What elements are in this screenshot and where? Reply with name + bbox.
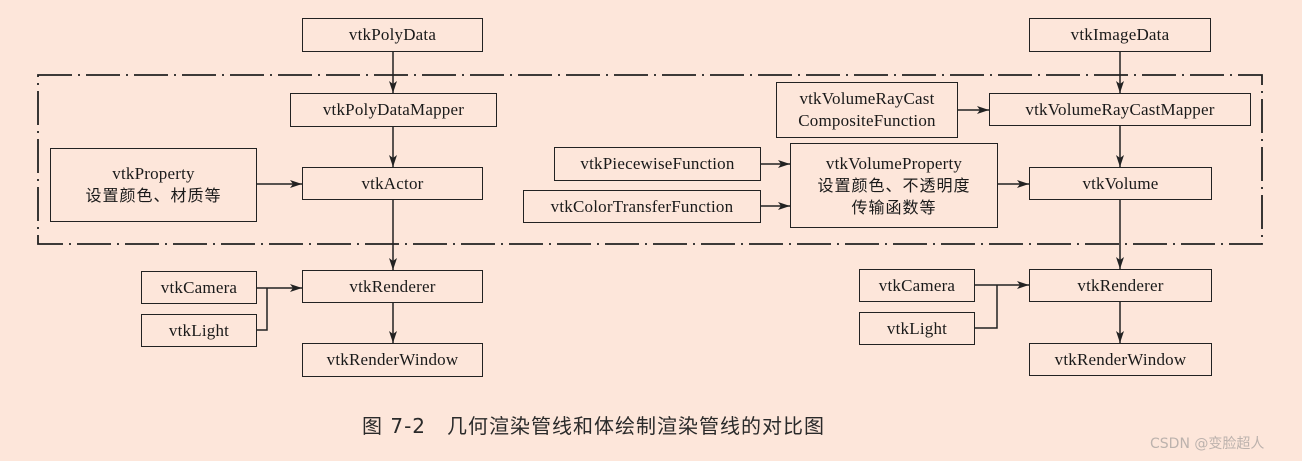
node-description: 设置颜色、不透明度 xyxy=(817,175,971,195)
node-vtkrenderer-right: vtkRenderer xyxy=(1029,269,1212,302)
node-vtkimagedata: vtkImageData xyxy=(1029,18,1211,52)
node-vtkproperty: vtkProperty 设置颜色、材质等 xyxy=(50,148,257,222)
node-vtkvolumeraycastcompositefunction: vtkVolumeRayCast CompositeFunction xyxy=(776,82,958,138)
node-label: vtkVolumeProperty xyxy=(825,153,963,173)
node-label: vtkVolume xyxy=(1082,173,1159,193)
node-label: vtkPolyData xyxy=(348,25,437,44)
node-label: vtkRenderer xyxy=(349,276,436,296)
node-vtklight: vtkLight xyxy=(141,314,257,347)
node-description-cont: 传输函数等 xyxy=(851,197,937,217)
node-vtkactor: vtkActor xyxy=(302,167,483,200)
node-vtkcolortransferfunction: vtkColorTransferFunction xyxy=(523,190,761,223)
node-vtkcamera: vtkCamera xyxy=(141,271,257,304)
node-label: vtkRenderWindow xyxy=(1054,349,1187,369)
node-label: vtkVolumeRayCastMapper xyxy=(1025,99,1215,119)
node-vtkrenderwindow: vtkRenderWindow xyxy=(302,343,483,377)
node-label: vtkVolumeRayCast xyxy=(799,89,935,108)
node-label: vtkPiecewiseFunction xyxy=(580,154,735,173)
node-label: vtkProperty xyxy=(112,164,195,183)
figure-caption: 图 7-2 几何渲染管线和体绘制渲染管线的对比图 xyxy=(362,414,826,438)
node-label: vtkLight xyxy=(886,318,948,338)
node-label: vtkLight xyxy=(168,320,230,340)
node-vtkpolydata: vtkPolyData xyxy=(302,18,483,52)
node-label: vtkRenderWindow xyxy=(326,350,459,369)
edge-light-join-right xyxy=(975,285,998,329)
node-description: 设置颜色、材质等 xyxy=(85,186,222,205)
node-label: vtkCamera xyxy=(160,277,238,297)
node-label: vtkImageData xyxy=(1070,25,1170,44)
node-vtkcamera-right: vtkCamera xyxy=(859,269,975,302)
node-vtkrenderwindow-right: vtkRenderWindow xyxy=(1029,343,1212,376)
node-label: vtkCamera xyxy=(878,275,956,295)
node-vtkvolume: vtkVolume xyxy=(1029,167,1212,200)
node-label: vtkPolyDataMapper xyxy=(322,100,465,119)
actor-volume-frame xyxy=(37,74,1263,245)
node-vtklight-right: vtkLight xyxy=(859,312,975,345)
node-label-cont: CompositeFunction xyxy=(798,111,936,130)
node-vtkvolumeraycastmapper: vtkVolumeRayCastMapper xyxy=(989,93,1251,126)
node-vtkvolumeproperty: vtkVolumeProperty 设置颜色、不透明度 传输函数等 xyxy=(790,143,998,228)
node-vtkpiecewisefunction: vtkPiecewiseFunction xyxy=(554,147,761,181)
node-vtkpolydatamapper: vtkPolyDataMapper xyxy=(290,93,497,127)
node-label: vtkRenderer xyxy=(1077,275,1164,295)
watermark: CSDN @变脸超人 xyxy=(1150,436,1265,452)
node-vtkrenderer: vtkRenderer xyxy=(302,270,483,303)
edge-light-join xyxy=(257,288,268,331)
node-label: vtkColorTransferFunction xyxy=(550,196,734,216)
node-label: vtkActor xyxy=(361,173,424,193)
